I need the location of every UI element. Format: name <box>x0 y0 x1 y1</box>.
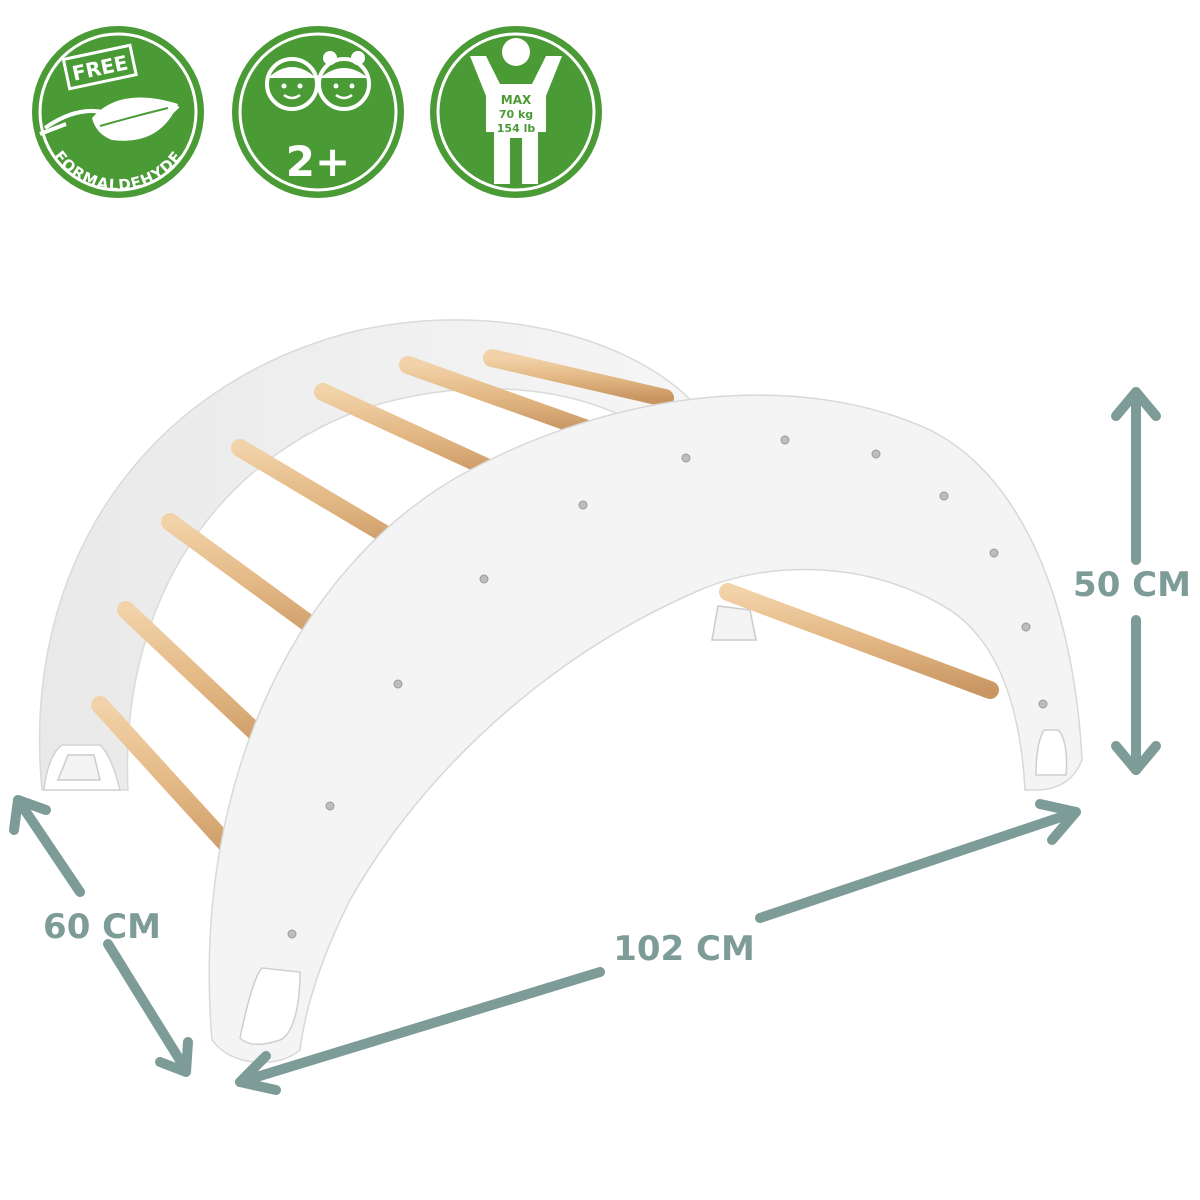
rung <box>719 583 999 699</box>
depth-label: 60 CM <box>43 907 161 947</box>
depth-arrow-line-bottom <box>103 939 191 1075</box>
front-arch-board <box>208 394 1083 1064</box>
badge-max-text: MAX <box>501 93 532 107</box>
badge-lb-text: 154 lb <box>497 122 536 135</box>
badge-ring <box>38 32 198 192</box>
arrow-right-icon <box>1035 799 1081 845</box>
leaf-icon <box>39 97 180 141</box>
climbing-arch <box>38 319 1083 1064</box>
badge-circle <box>232 26 404 198</box>
badge-kg-text: 70 kg <box>499 108 533 121</box>
arrow-left-icon <box>235 1051 281 1095</box>
child-figure-icon <box>470 38 562 184</box>
badge-ring <box>436 32 596 192</box>
back-right-notch <box>711 605 757 641</box>
rung <box>314 383 519 487</box>
arrow-down-right-icon <box>155 1037 193 1077</box>
free-box <box>61 43 138 91</box>
badge-ring <box>238 32 398 192</box>
front-left-foot-hole <box>239 967 301 1045</box>
rung <box>483 349 674 407</box>
arrow-down-icon <box>1111 741 1161 775</box>
arrow-up-left-icon <box>9 795 51 835</box>
length-label: 102 CM <box>613 929 755 969</box>
formaldehyde-free-badge: FREE FORMALDEHYDE <box>32 26 204 198</box>
depth-arrow-line-top <box>13 795 85 897</box>
length-dimension <box>235 799 1081 1095</box>
height-dimension <box>1111 387 1161 775</box>
children-faces-icon <box>265 51 371 111</box>
length-arrow-line-left <box>235 967 605 1087</box>
back-left-notch <box>56 754 101 781</box>
arrow-up-icon <box>1111 387 1161 421</box>
depth-dimension <box>9 795 193 1077</box>
rung <box>399 356 599 439</box>
height-label: 50 CM <box>1073 565 1191 605</box>
badge-age-text: 2+ <box>286 137 350 186</box>
length-arrow-line-right <box>755 807 1081 923</box>
screw-holes <box>287 435 1048 939</box>
max-weight-badge: MAX 70 kg 154 lb <box>430 26 602 198</box>
age-badge: 2+ <box>232 26 404 198</box>
front-right-foot-hole <box>1035 729 1068 776</box>
